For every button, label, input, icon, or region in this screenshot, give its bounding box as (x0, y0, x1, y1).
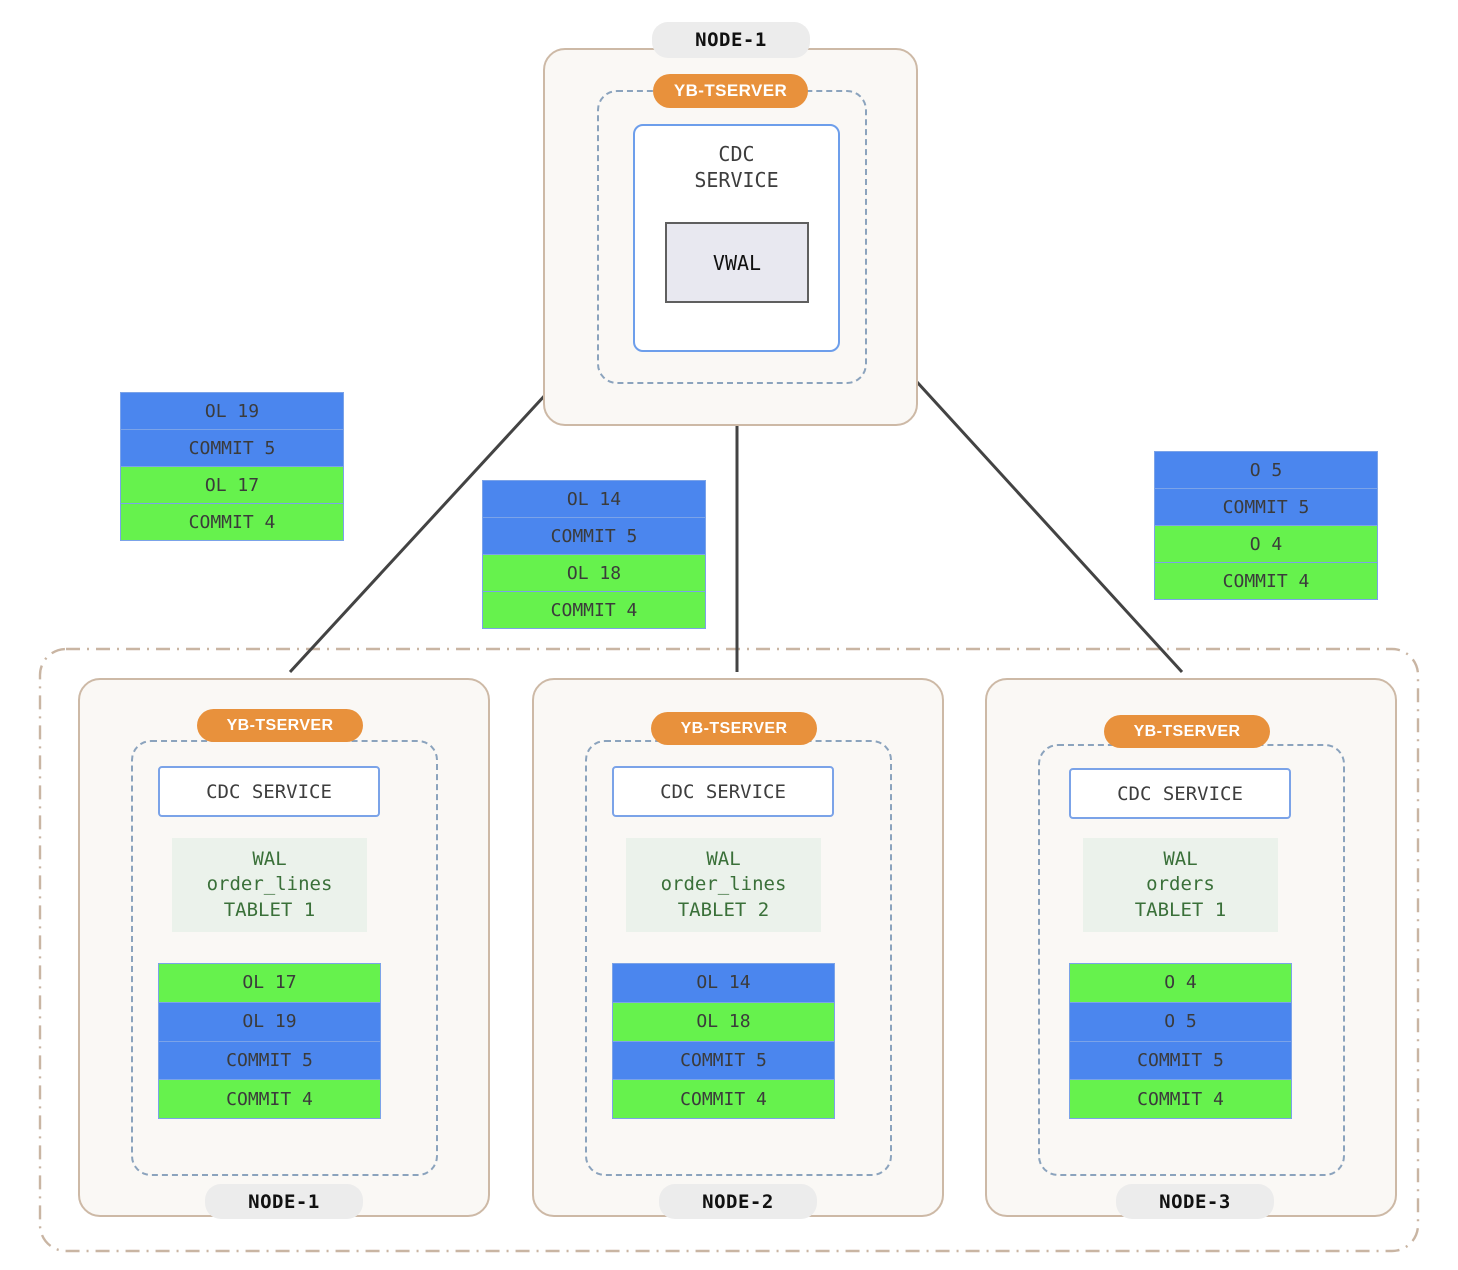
cluster-node-2-record-label-3: COMMIT 4 (680, 1088, 767, 1110)
cluster-node-1-wal-line-2: order_lines (206, 873, 333, 896)
cluster-node-3-label-pill: NODE-3 (1116, 1184, 1274, 1219)
cluster-node-2-record-2: COMMIT 5 (613, 1040, 834, 1080)
stream-left-record-label-3: COMMIT 4 (188, 511, 276, 533)
stream-middle-record-label-1: COMMIT 5 (550, 525, 638, 547)
cluster-node-2-label: NODE-2 (702, 1190, 774, 1213)
cluster-node-1-wal-line-3: TABLET 1 (223, 898, 316, 921)
stream-left-record-2: OL 17 (121, 466, 343, 503)
cluster-node-2-wal-line-2: order_lines (660, 873, 787, 896)
stream-middle-record-label-3: COMMIT 4 (550, 599, 638, 621)
cluster-node-1-record-label-1: OL 19 (242, 1011, 297, 1033)
cluster-node-1-wal-box: WAL order_lines TABLET 1 (172, 838, 367, 932)
cluster-node-1-tserver-label: YB-TSERVER (226, 716, 334, 734)
cluster-node-2-record-label-0: OL 14 (696, 972, 751, 994)
cdc-service-line-2: SERVICE (694, 167, 779, 192)
cluster-node-2-record-label-1: OL 18 (696, 1011, 751, 1033)
stream-left-record-label-1: COMMIT 5 (188, 437, 276, 459)
stream-middle-record-2: OL 18 (483, 554, 705, 591)
top-node-tserver-pill: YB-TSERVER (653, 74, 808, 108)
stream-left-record-1: COMMIT 5 (121, 429, 343, 466)
vwal-box[interactable]: VWAL (665, 222, 809, 303)
cluster-node-3-record-1: O 5 (1070, 1001, 1291, 1041)
cluster-node-3-record-stack: O 4 O 5 COMMIT 5 COMMIT 4 (1069, 963, 1292, 1119)
stream-middle-record-3: COMMIT 4 (483, 591, 705, 628)
cluster-node-2-record-stack: OL 14 OL 18 COMMIT 5 COMMIT 4 (612, 963, 835, 1119)
stream-right-record-0: O 5 (1155, 452, 1377, 488)
cluster-node-2-tserver-label: YB-TSERVER (680, 719, 788, 737)
cluster-node-3-card (985, 678, 1397, 1217)
top-node-label: NODE-1 (695, 29, 767, 51)
cluster-node-3-tserver-pill: YB-TSERVER (1104, 715, 1270, 748)
cluster-node-2-tserver-pill: YB-TSERVER (651, 712, 817, 745)
stream-right-record-2: O 4 (1155, 525, 1377, 562)
cluster-node-1-record-1: OL 19 (159, 1001, 380, 1041)
cluster-node-3-tserver-label: YB-TSERVER (1133, 722, 1241, 740)
top-node-label-pill: NODE-1 (652, 22, 810, 58)
cluster-node-1-record-2: COMMIT 5 (159, 1040, 380, 1080)
cluster-node-2-wal-box: WAL order_lines TABLET 2 (626, 838, 821, 932)
cluster-node-3-record-0: O 4 (1070, 964, 1291, 1002)
stream-middle-record-1: COMMIT 5 (483, 517, 705, 554)
cluster-node-2-cdc-service-box[interactable]: CDC SERVICE (612, 766, 834, 817)
stream-right-record-3: COMMIT 4 (1155, 562, 1377, 599)
stream-right-record-label-2: O 4 (1249, 533, 1283, 555)
cluster-node-2-cdc-service-label: CDC SERVICE (660, 780, 786, 803)
cluster-node-3-wal-line-3: TABLET 1 (1134, 898, 1227, 921)
stream-right-record-label-1: COMMIT 5 (1222, 496, 1310, 518)
cluster-node-1-record-label-0: OL 17 (242, 972, 297, 994)
stream-left-record-0: OL 19 (121, 393, 343, 429)
cluster-node-3-cdc-service-label: CDC SERVICE (1117, 782, 1243, 805)
top-node-tserver-label: YB-TSERVER (673, 81, 788, 100)
cluster-node-1-wal-line-1: WAL (252, 848, 287, 871)
cluster-node-1-tserver-pill: YB-TSERVER (197, 709, 363, 742)
cluster-node-1-record-0: OL 17 (159, 964, 380, 1002)
cluster-node-2-label-pill: NODE-2 (659, 1184, 817, 1219)
cluster-node-2-record-label-2: COMMIT 5 (680, 1049, 767, 1071)
cluster-node-2-record-3: COMMIT 4 (613, 1079, 834, 1118)
cluster-node-2-wal-line-3: TABLET 2 (677, 898, 770, 921)
cluster-node-1-cdc-service-box[interactable]: CDC SERVICE (158, 766, 380, 817)
cluster-node-2-wal-line-1: WAL (706, 848, 741, 871)
stream-middle-record-label-2: OL 18 (566, 562, 622, 584)
stream-left-record-label-2: OL 17 (204, 474, 260, 496)
top-node-cdc-service-text: CDC SERVICE (694, 142, 778, 193)
cluster-node-3-label: NODE-3 (1159, 1190, 1231, 1213)
stream-middle-record-0: OL 14 (483, 481, 705, 517)
stream-left-stack: OL 19 COMMIT 5 OL 17 COMMIT 4 (120, 392, 344, 541)
stream-right-record-1: COMMIT 5 (1155, 488, 1377, 525)
stream-right-stack: O 5 COMMIT 5 O 4 COMMIT 4 (1154, 451, 1378, 600)
cluster-node-1-cdc-service-label: CDC SERVICE (206, 780, 332, 803)
cluster-node-1-record-label-2: COMMIT 5 (226, 1049, 313, 1071)
cluster-node-3-record-2: COMMIT 5 (1070, 1040, 1291, 1080)
stream-middle-record-label-0: OL 14 (566, 488, 622, 510)
cluster-node-3-cdc-service-box[interactable]: CDC SERVICE (1069, 768, 1291, 819)
cluster-node-1-label: NODE-1 (248, 1190, 320, 1213)
cluster-node-1-record-label-3: COMMIT 4 (226, 1088, 313, 1110)
cluster-node-3-record-label-1: O 5 (1164, 1011, 1197, 1033)
cluster-node-3-record-3: COMMIT 4 (1070, 1079, 1291, 1118)
stream-right-record-label-0: O 5 (1249, 459, 1283, 481)
cluster-node-2-record-1: OL 18 (613, 1001, 834, 1041)
cdc-service-line-1: CDC (718, 142, 755, 166)
stream-middle-stack: OL 14 COMMIT 5 OL 18 COMMIT 4 (482, 480, 706, 629)
cluster-node-3-wal-box: WAL orders TABLET 1 (1083, 838, 1278, 932)
stream-left-record-3: COMMIT 4 (121, 503, 343, 540)
cluster-node-3-record-label-3: COMMIT 4 (1137, 1088, 1224, 1110)
cluster-node-2-record-0: OL 14 (613, 964, 834, 1002)
cluster-node-1-record-3: COMMIT 4 (159, 1079, 380, 1118)
cluster-node-1-label-pill: NODE-1 (205, 1184, 363, 1219)
stream-left-record-label-0: OL 19 (204, 400, 260, 422)
cluster-node-3-record-label-0: O 4 (1164, 972, 1197, 994)
cluster-node-3-wal-line-1: WAL (1163, 848, 1198, 871)
cluster-node-1-record-stack: OL 17 OL 19 COMMIT 5 COMMIT 4 (158, 963, 381, 1119)
stream-right-record-label-3: COMMIT 4 (1222, 570, 1310, 592)
cluster-node-3-wal-line-2: orders (1146, 873, 1215, 896)
cluster-node-3-record-label-2: COMMIT 5 (1137, 1049, 1224, 1071)
vwal-label: VWAL (712, 250, 762, 275)
